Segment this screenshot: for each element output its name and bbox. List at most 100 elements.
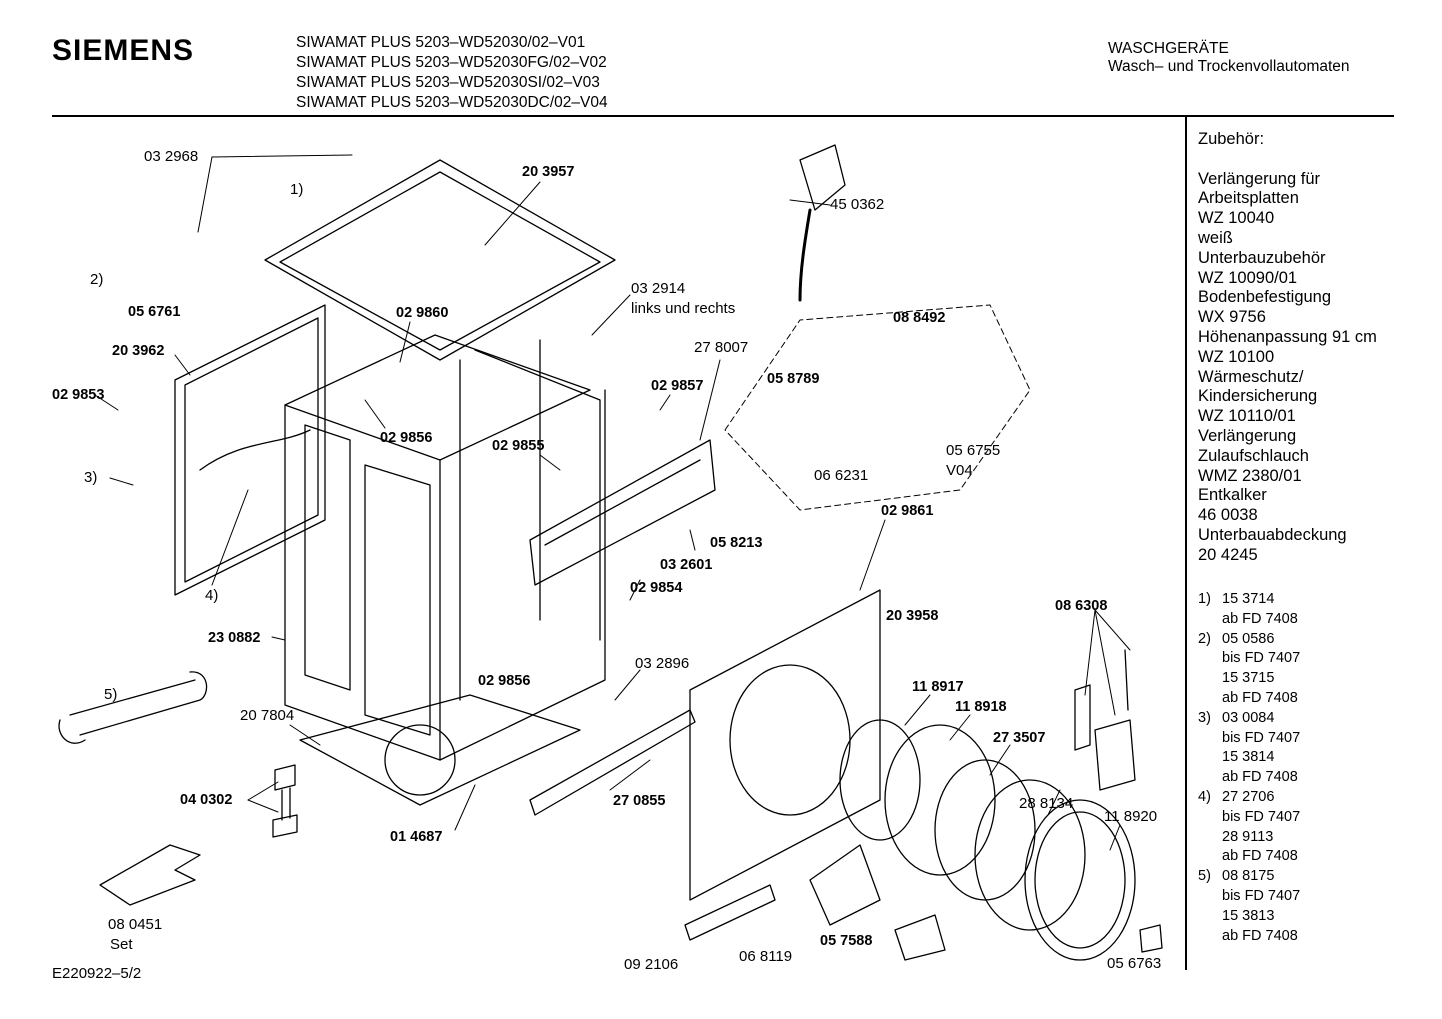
accessory-line: Wärmeschutz/ <box>1198 367 1304 386</box>
part-label: 02 9860 <box>396 305 449 321</box>
part-label: 03 2914 <box>631 280 686 297</box>
part-label: 02 9856 <box>380 430 433 446</box>
part-label: 02 9857 <box>651 378 704 394</box>
accessory-line: Verlängerung für <box>1198 169 1321 188</box>
part-label: 03 2601 <box>660 557 713 573</box>
part-label: 08 6308 <box>1055 598 1108 614</box>
part-label: 27 0855 <box>613 793 666 809</box>
part-label: 11 8917 <box>912 679 964 695</box>
accessory-line: WZ 10090/01 <box>1198 268 1298 287</box>
part-label: 05 7588 <box>820 933 873 949</box>
footnote-text: 15 3814 <box>1222 749 1275 766</box>
part-label: 01 4687 <box>390 829 443 845</box>
control-panel-frame <box>529 439 716 586</box>
part-label: 02 9855 <box>492 438 545 454</box>
footnote-text: bis FD 7407 <box>1222 650 1301 667</box>
footnote-text: 28 9113 <box>1222 828 1274 845</box>
model-line: SIWAMAT PLUS 5203–WD52030DC/02–V04 <box>296 94 608 111</box>
footnote-row: 15 3814 <box>1198 748 1300 768</box>
part-label: 06 6231 <box>814 467 869 484</box>
footnote-text: ab FD 7408 <box>1222 927 1298 944</box>
accessory-line: Kindersicherung <box>1198 387 1318 406</box>
footnote-row: bis FD 7407 <box>1198 729 1300 749</box>
footnote-text: ab FD 7408 <box>1222 769 1298 786</box>
accessory-line: Verlängerung <box>1198 426 1297 445</box>
set-plate <box>99 844 201 906</box>
accessory-line: Entkalker <box>1198 486 1267 505</box>
accessory-line: Arbeitsplatten <box>1198 189 1299 208</box>
footnote-row: 15 3715 <box>1198 669 1300 689</box>
accessory-line: 20 4245 <box>1198 545 1258 564</box>
part-label: 05 8789 <box>767 371 820 387</box>
footnote-row: ab FD 7408 <box>1198 610 1300 630</box>
part-label: 05 6755 <box>946 442 1001 459</box>
footnote-text: 08 8175 <box>1222 868 1275 885</box>
part-label: 27 8007 <box>694 339 749 356</box>
accessory-line: WZ 10110/01 <box>1198 407 1296 426</box>
top-cover <box>264 159 616 361</box>
footnote-text: ab FD 7408 <box>1222 848 1298 865</box>
base-plate <box>299 694 581 806</box>
door-rings <box>839 719 1136 961</box>
part-label: 02 9861 <box>881 503 934 519</box>
footnote-text: 27 2706 <box>1222 788 1275 805</box>
document-id: E220922–5/2 <box>52 965 142 982</box>
door-lock-part <box>894 914 946 961</box>
part-label: 20 3957 <box>522 164 575 180</box>
footnote-text: ab FD 7408 <box>1222 689 1298 706</box>
part-label: 11 8918 <box>955 699 1007 715</box>
footnote-text: 15 3715 <box>1222 670 1275 687</box>
footnote-row: bis FD 7407 <box>1198 808 1300 828</box>
category-subtitle: Wasch– und Trockenvollautomaten <box>1108 58 1350 75</box>
accessory-line: Unterbauzubehör <box>1198 248 1326 267</box>
power-plug <box>798 144 846 302</box>
footnote-number: 4) <box>1198 788 1211 805</box>
footnote-row: ab FD 7408 <box>1198 689 1300 709</box>
footnote-text: 15 3714 <box>1222 591 1275 607</box>
part-label: 02 9854 <box>630 580 683 596</box>
small-clip <box>1139 924 1163 953</box>
category-title: WASCHGERÄTE <box>1108 40 1229 57</box>
accessory-line: WZ 10100 <box>1198 347 1275 366</box>
footnote-row: 4) 27 2706 <box>1198 788 1300 808</box>
part-label: 45 0362 <box>830 196 885 213</box>
part-label: links und rechts <box>631 300 736 317</box>
part-label: 03 2968 <box>144 148 199 165</box>
footnote-text: 15 3813 <box>1222 907 1275 924</box>
footnote-marker: 4) <box>205 587 219 604</box>
footnote-row: ab FD 7408 <box>1198 927 1300 947</box>
footnote-marker: 1) <box>290 181 304 198</box>
leader-lines <box>94 154 1131 851</box>
footnote-row: 3)03 0084 <box>1198 709 1300 729</box>
siemens-logo: SIEMENS <box>52 34 195 67</box>
part-label: 23 0882 <box>208 630 261 646</box>
sidebar-divider <box>1185 117 1187 970</box>
part-label: 05 8213 <box>710 535 763 551</box>
part-label: 09 2106 <box>624 956 679 973</box>
footnote-row: bis FD 7407 <box>1198 887 1300 907</box>
footnote-text: 05 0586 <box>1222 630 1275 647</box>
footnote-row: ab FD 7408 <box>1198 847 1300 867</box>
footnote-row: 5)08 8175 <box>1198 867 1300 887</box>
model-line: SIWAMAT PLUS 5203–WD52030FG/02–V02 <box>296 54 607 71</box>
hinge-cover <box>809 844 881 926</box>
category-block: WASCHGERÄTE Wasch– und Trockenvollautoma… <box>1108 40 1350 76</box>
part-label: 06 8119 <box>739 948 793 965</box>
accessory-line: WX 9756 <box>1198 308 1266 327</box>
model-list: SIWAMAT PLUS 5203–WD52030/02–V01 SIWAMAT… <box>296 33 608 113</box>
footnote-row: bis FD 7407 <box>1198 649 1300 669</box>
footnote-number: 1) <box>1198 591 1211 607</box>
part-label: 20 3958 <box>886 608 939 624</box>
footnote-number: 3) <box>1198 709 1211 726</box>
model-line: SIWAMAT PLUS 5203–WD52030SI/02–V03 <box>296 74 600 91</box>
part-label: 05 6761 <box>128 304 181 320</box>
footnote-marker: 2) <box>90 271 104 288</box>
part-label: 11 8920 <box>1104 808 1158 825</box>
electronics-group <box>724 304 1031 511</box>
accessory-line: WZ 10040 <box>1198 209 1275 228</box>
accessory-line: Höhenanpassung 91 cm <box>1198 327 1377 346</box>
part-label: 08 0451 <box>108 916 163 933</box>
